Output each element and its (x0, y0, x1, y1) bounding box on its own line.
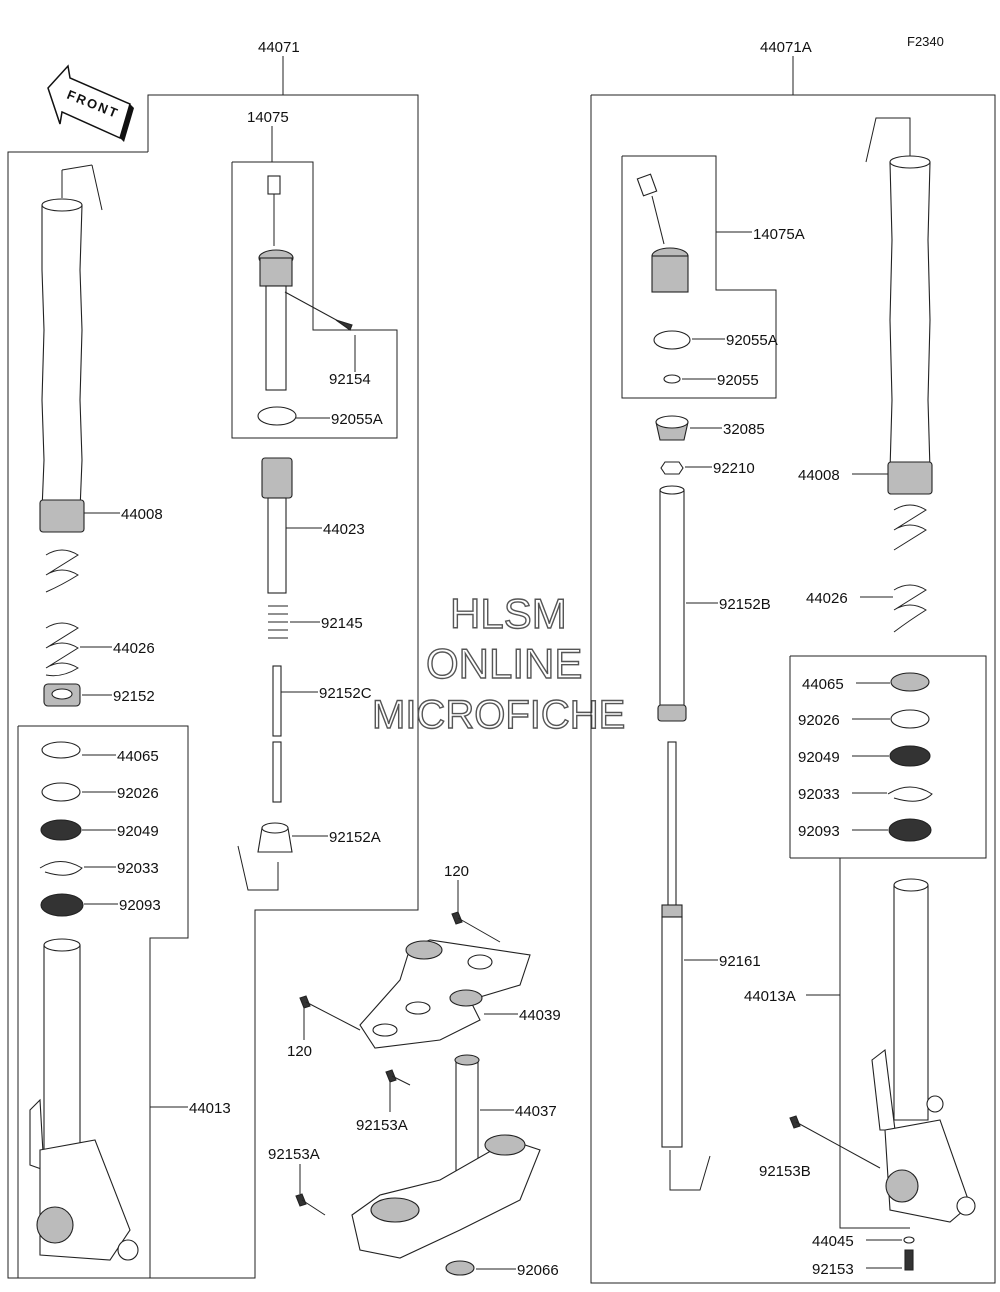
label-92161: 92161 (719, 953, 761, 970)
label-92026-left: 92026 (117, 785, 159, 802)
right-seal-44065 (890, 672, 930, 692)
label-92055A-left: 92055A (331, 411, 383, 428)
right-bolt-92153B-icon (789, 1115, 801, 1129)
label-92026-right: 92026 (798, 712, 840, 729)
label-14075A: 14075A (753, 226, 805, 243)
right-seal-92049 (889, 745, 931, 767)
label-120-bottom: 120 (287, 1043, 312, 1060)
label-92153: 92153 (812, 1261, 854, 1278)
right-labels: 14075A 92055A 92055 32085 92210 92152B 9… (682, 226, 902, 1278)
right-assembly-frame: 44071A (590, 39, 996, 1284)
right-clip-92033 (887, 786, 933, 802)
watermark: HLSM ONLINE MICROFICHE (371, 589, 626, 737)
label-44045: 44045 (812, 1233, 854, 1250)
right-spring-44026 (893, 504, 927, 633)
watermark-line-1: HLSM (450, 590, 567, 637)
right-oring-92055A (653, 330, 691, 350)
left-seal-92093 (40, 893, 84, 917)
left-seal-44065 (41, 741, 81, 759)
label-44026-right: 44026 (806, 590, 848, 607)
label-92033-right: 92033 (798, 786, 840, 803)
label-44071: 44071 (258, 39, 300, 56)
label-92154: 92154 (329, 371, 371, 388)
right-tube-92152B (657, 485, 687, 722)
label-44008-left: 44008 (121, 506, 163, 523)
label-44013: 44013 (189, 1100, 231, 1117)
front-arrow-icon: FRONT (47, 64, 134, 142)
left-labels: 44008 44026 92152 44065 92026 92049 9203… (80, 335, 383, 1117)
label-120-top: 120 (444, 863, 469, 880)
left-cartridge-14075 (258, 175, 353, 391)
stem-lower-clamp-44037 (295, 1054, 541, 1259)
label-92152C: 92152C (319, 685, 372, 702)
label-44013A: 44013A (744, 988, 796, 1005)
label-92152A: 92152A (329, 829, 381, 846)
left-spring-44026 (45, 549, 79, 677)
label-92049-right: 92049 (798, 749, 840, 766)
right-washer-44045 (903, 1236, 915, 1244)
label-44037: 44037 (515, 1103, 557, 1120)
right-cap-32085 (655, 415, 689, 441)
label-92145: 92145 (321, 615, 363, 632)
label-44008-right: 44008 (798, 467, 840, 484)
label-92066: 92066 (517, 1262, 559, 1279)
left-bracket-line (237, 845, 279, 891)
label-44023: 44023 (323, 521, 365, 538)
label-44026-left: 44026 (113, 640, 155, 657)
center-cap-92066 (445, 1260, 475, 1276)
label-92093-right: 92093 (798, 823, 840, 840)
label-44065-right: 44065 (802, 676, 844, 693)
label-92055: 92055 (717, 372, 759, 389)
right-ring-92026 (890, 709, 930, 729)
left-seal-92049 (40, 819, 82, 841)
diagram-code: F2340 (907, 34, 944, 49)
right-oring-92055 (663, 374, 681, 384)
label-92093-left: 92093 (119, 897, 161, 914)
label-92153B: 92153B (759, 1163, 811, 1180)
label-92153A-lower: 92153A (268, 1146, 320, 1163)
center-labels: 120 120 44039 92153A 44037 92153A 92066 (268, 863, 561, 1279)
left-assembly-frame: 44071 14075 (7, 39, 419, 1279)
label-14075: 14075 (247, 109, 289, 126)
right-bolt-92153 (904, 1249, 914, 1271)
watermark-line-2: ONLINE (426, 640, 582, 687)
left-spring-92145 (268, 605, 288, 639)
label-32085: 32085 (723, 421, 765, 438)
left-oring-92055A (257, 406, 297, 426)
label-44071A: 44071A (760, 39, 812, 56)
left-bush-92152 (43, 683, 81, 707)
right-nut-92210 (660, 461, 684, 475)
left-ring-92026 (41, 782, 81, 802)
right-rod-bracket-line (669, 1150, 711, 1191)
right-cartridge-14075A (636, 173, 689, 293)
label-92152-left: 92152 (113, 688, 155, 705)
left-clip-92033 (39, 861, 83, 876)
right-outer-tube-44013A (871, 878, 976, 1223)
left-outer-tube-44013 (29, 938, 139, 1261)
left-nut-92152A (257, 822, 293, 853)
upper-triple-clamp-44039 (299, 911, 531, 1049)
left-cylinder-44023 (261, 457, 293, 594)
label-92033-left: 92033 (117, 860, 159, 877)
label-92152B: 92152B (719, 596, 771, 613)
left-fork-tube-44008 (39, 164, 103, 533)
label-92049-left: 92049 (117, 823, 159, 840)
label-92210: 92210 (713, 460, 755, 477)
label-44039: 44039 (519, 1007, 561, 1024)
label-44065-left: 44065 (117, 748, 159, 765)
right-rod-92161 (661, 741, 683, 1148)
right-seal-92093 (888, 818, 932, 842)
watermark-line-3: MICROFICHE (372, 693, 625, 737)
right-fork-tube-44008 (865, 117, 933, 495)
label-92055A-right: 92055A (726, 332, 778, 349)
left-rod-92152C (272, 665, 282, 803)
label-92153A-upper: 92153A (356, 1117, 408, 1134)
